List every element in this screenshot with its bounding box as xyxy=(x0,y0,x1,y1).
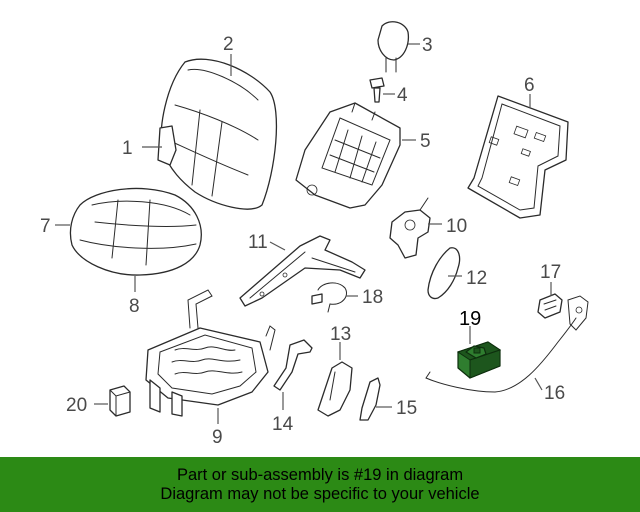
callout-1: 1 xyxy=(122,138,133,159)
part-7-seat-cushion xyxy=(69,187,202,276)
callout-12: 12 xyxy=(466,268,487,289)
callout-11: 11 xyxy=(248,232,268,253)
callout-16: 16 xyxy=(544,383,565,404)
callout-9: 9 xyxy=(212,427,223,448)
part-11-seat-rail xyxy=(239,235,366,307)
callout-5: 5 xyxy=(420,131,431,152)
callout-17: 17 xyxy=(540,262,561,283)
part-10-recliner xyxy=(389,197,431,259)
callout-8: 8 xyxy=(129,296,140,317)
callout-18: 18 xyxy=(362,287,383,308)
callout-4: 4 xyxy=(397,85,408,106)
part-15-cover xyxy=(359,377,381,421)
info-banner: Part or sub-assembly is #19 in diagram D… xyxy=(0,457,640,512)
callout-3: 3 xyxy=(422,35,433,56)
part-6-back-board xyxy=(467,95,569,219)
seat-parts-diagram: 1 2 3 4 5 6 7 8 9 10 11 12 13 14 15 16 1… xyxy=(40,21,589,448)
callout-2: 2 xyxy=(223,34,234,55)
callout-20: 20 xyxy=(66,395,87,416)
part-16-cable xyxy=(425,295,589,393)
part-13-shield xyxy=(317,361,353,417)
part-5-seatback-frame xyxy=(295,102,401,209)
part-14-bracket xyxy=(273,339,313,391)
callout-19: 19 xyxy=(459,308,481,330)
part-4-guide xyxy=(369,77,385,103)
banner-line-1: Part or sub-assembly is #19 in diagram xyxy=(176,465,464,484)
banner-line-2: Diagram may not be specific to your vehi… xyxy=(160,484,480,503)
leader-16 xyxy=(534,377,543,391)
callout-6: 6 xyxy=(524,75,535,96)
callout-10: 10 xyxy=(446,216,467,237)
part-20-block xyxy=(109,385,131,417)
callout-15: 15 xyxy=(396,398,417,419)
part-19-module-highlighted xyxy=(456,341,502,379)
callout-14: 14 xyxy=(272,414,294,435)
callout-7: 7 xyxy=(40,216,51,237)
leader-11 xyxy=(269,241,286,251)
part-17-switch xyxy=(537,293,563,319)
callout-13: 13 xyxy=(330,324,351,345)
part-3-headrest xyxy=(377,21,410,73)
part-2-seatback-cover xyxy=(157,58,278,210)
part-9-cushion-frame xyxy=(145,289,276,417)
part-12-trim-cover xyxy=(427,247,461,300)
part-18-harness xyxy=(311,282,347,313)
